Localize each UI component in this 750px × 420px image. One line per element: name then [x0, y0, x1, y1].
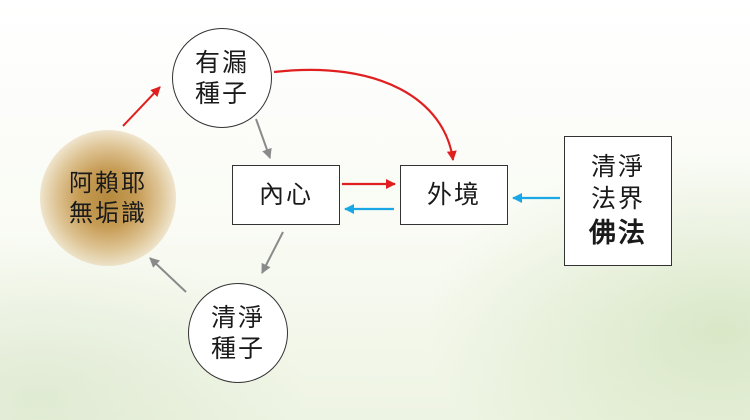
impure-seed-line2: 種子: [194, 79, 249, 108]
arrow-impure-seed-to-outer-realm: [273, 68, 457, 161]
arrow-pure-seed-to-alaya: [149, 257, 187, 293]
dharma-realm-line1: 清淨: [590, 151, 645, 181]
pure-seed-line1: 清淨: [210, 302, 265, 332]
outer-realm-node: 外境: [400, 165, 508, 225]
inner-mind-label: 內心: [258, 180, 313, 210]
impure-seed-node: 有漏 種子: [172, 28, 272, 128]
arrow-inner-mind-to-pure-seed: [261, 231, 284, 274]
alaya-line1: 阿賴耶: [69, 169, 147, 197]
alaya-line2: 無垢識: [69, 199, 147, 227]
outer-realm-label: 外境: [426, 180, 481, 210]
dharma-realm-node: 清淨 法界 佛法: [564, 136, 672, 266]
inner-mind-node: 內心: [232, 165, 340, 225]
dharma-realm-line3: 佛法: [589, 217, 647, 249]
arrow-alaya-to-impure-seed: [122, 86, 161, 127]
dharma-realm-line2: 法界: [590, 184, 645, 214]
alaya-node: 阿賴耶 無垢識: [40, 130, 176, 266]
pure-seed-node: 清淨 種子: [188, 283, 288, 383]
arrow-impure-seed-to-inner-mind: [255, 118, 272, 159]
pure-seed-line2: 種子: [210, 334, 265, 363]
impure-seed-line1: 有漏: [194, 47, 249, 77]
